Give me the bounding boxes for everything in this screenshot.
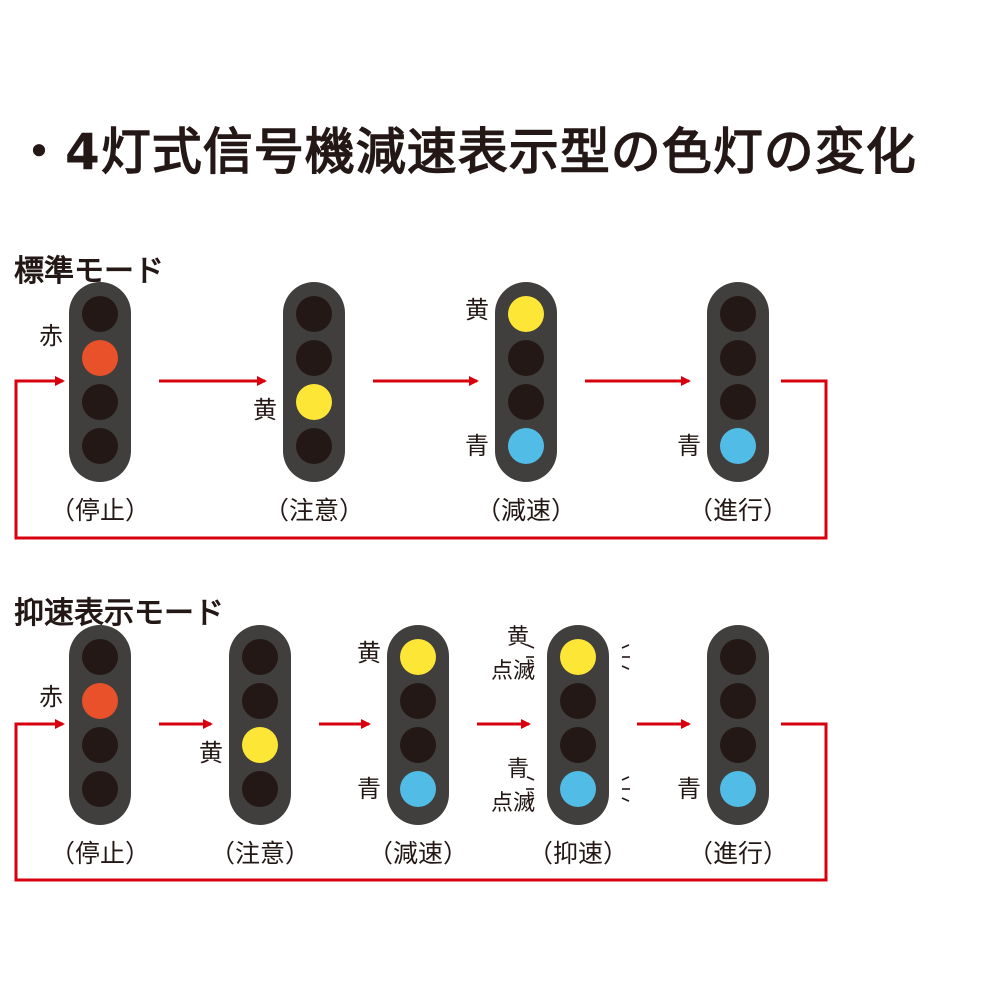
signal-lamp-off bbox=[82, 296, 118, 332]
signal-lamp-off bbox=[82, 771, 118, 807]
lamp-label: 黄 bbox=[253, 396, 277, 424]
blink-ray bbox=[621, 776, 630, 781]
signal-housing bbox=[387, 625, 449, 825]
signal-lamp-off bbox=[82, 639, 118, 675]
lamp-label: 青 bbox=[677, 432, 701, 460]
signal-lamp-blue bbox=[720, 428, 756, 464]
state-label: （減速） bbox=[367, 839, 469, 868]
blink-ray bbox=[526, 776, 535, 781]
lamp-label: 黄 bbox=[465, 296, 489, 324]
signal-housing bbox=[547, 625, 609, 825]
signal-lamp-blue bbox=[720, 771, 756, 807]
signal-lamp-off bbox=[720, 683, 756, 719]
signal-lamp-off bbox=[82, 428, 118, 464]
blink-ray bbox=[621, 644, 630, 649]
signal-lamp-red bbox=[82, 340, 118, 376]
signal-lamp-off bbox=[242, 683, 278, 719]
signal-housing bbox=[707, 282, 769, 482]
lamp-label: 赤 bbox=[39, 322, 63, 350]
lamp-label: 青 bbox=[507, 757, 530, 782]
state-label: （停止） bbox=[49, 839, 151, 868]
signal-lamp-off bbox=[242, 771, 278, 807]
state-label: （注意） bbox=[209, 839, 311, 868]
lamp-label: 青 bbox=[465, 432, 489, 460]
signal-lamp-off bbox=[296, 296, 332, 332]
state-label: （注意） bbox=[263, 496, 365, 525]
state-label: （抑速） bbox=[527, 839, 629, 868]
loop-back-arrow bbox=[14, 376, 828, 540]
signal-lamp-off bbox=[400, 683, 436, 719]
state-label: （進行） bbox=[687, 839, 789, 868]
signal-lamp-blue bbox=[560, 771, 596, 807]
signal-housing bbox=[229, 625, 291, 825]
signal-lamp-yellow bbox=[560, 639, 596, 675]
signal-lamp-off bbox=[82, 727, 118, 763]
signal-lamp-off bbox=[82, 384, 118, 420]
signal-lamp-off bbox=[560, 727, 596, 763]
signal-housing bbox=[69, 282, 131, 482]
signal-housing bbox=[69, 625, 131, 825]
signal-housing bbox=[707, 625, 769, 825]
lamp-label: 黄 bbox=[357, 639, 381, 667]
signal-lamp-off bbox=[720, 296, 756, 332]
lamp-label: 黄 bbox=[199, 739, 223, 767]
signal-lamp-yellow bbox=[508, 296, 544, 332]
lamp-label: 青 bbox=[677, 775, 701, 803]
lamp-label: 黄 bbox=[507, 625, 530, 650]
mode-label-suppressed-speed: 抑速表示モード bbox=[14, 596, 224, 631]
signal-lamp-yellow bbox=[296, 384, 332, 420]
signal-lamp-off bbox=[508, 384, 544, 420]
state-label: （進行） bbox=[687, 496, 789, 525]
signal-lamp-off bbox=[720, 340, 756, 376]
loop-back-arrow bbox=[14, 719, 828, 882]
signal-lamp-off bbox=[720, 639, 756, 675]
signal-lamp-blue bbox=[508, 428, 544, 464]
signal-lamp-yellow bbox=[400, 639, 436, 675]
signal-lamp-off bbox=[296, 428, 332, 464]
state-label: （停止） bbox=[49, 496, 151, 525]
blink-ray bbox=[526, 644, 535, 649]
blink-ray bbox=[526, 665, 535, 670]
lamp-label-blink: 点滅 bbox=[491, 791, 536, 816]
lamp-label: 赤 bbox=[39, 683, 63, 711]
page-title: ・4灯式信号機減速表示型の色灯の変化 bbox=[14, 123, 917, 181]
signal-lamp-off bbox=[560, 683, 596, 719]
signal-lamp-off bbox=[720, 384, 756, 420]
blink-ray bbox=[526, 797, 535, 802]
lamp-label-blink: 点滅 bbox=[491, 659, 536, 684]
state-label: （減速） bbox=[475, 496, 577, 525]
signal-lamp-off bbox=[296, 340, 332, 376]
signal-lamp-off bbox=[400, 727, 436, 763]
signal-lamp-red bbox=[82, 683, 118, 719]
signal-housing bbox=[283, 282, 345, 482]
signal-housing bbox=[495, 282, 557, 482]
signal-lamp-yellow bbox=[242, 727, 278, 763]
signal-lamp-off bbox=[508, 340, 544, 376]
signal-lamp-off bbox=[720, 727, 756, 763]
signal-lamp-blue bbox=[400, 771, 436, 807]
blink-ray bbox=[621, 665, 630, 670]
lamp-label: 青 bbox=[357, 775, 381, 803]
signal-lamp-off bbox=[242, 639, 278, 675]
blink-ray bbox=[621, 797, 630, 802]
